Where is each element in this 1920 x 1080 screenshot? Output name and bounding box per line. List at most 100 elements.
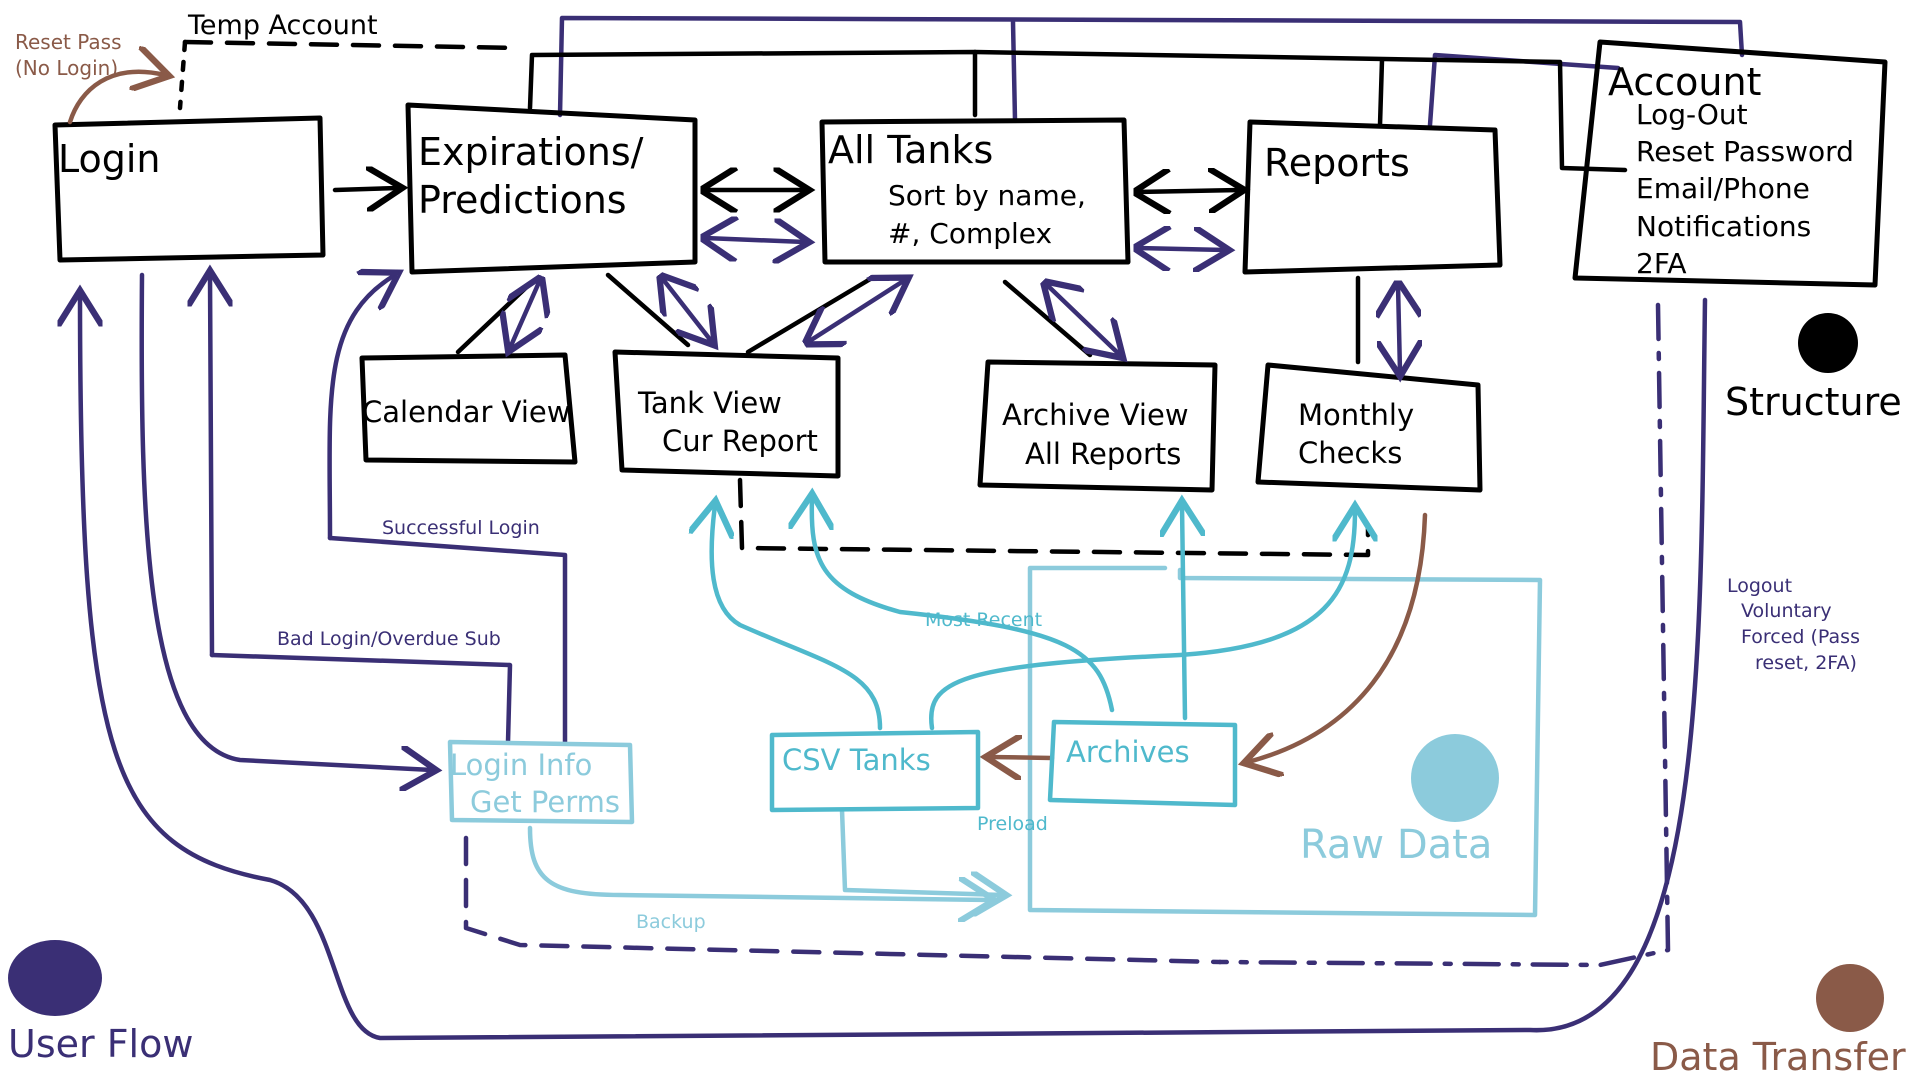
logout-label-3: Forced (Pass xyxy=(1741,626,1860,648)
archives-to-tank-view-most-recent xyxy=(812,498,1115,713)
login-box xyxy=(52,115,326,263)
node-archives[interactable]: Archives xyxy=(1047,719,1238,808)
node-login[interactable]: Login xyxy=(52,115,326,263)
reports-monthly-user-flow xyxy=(1398,285,1400,372)
most-recent-label: Most Recent xyxy=(925,609,1042,631)
temp-account-link xyxy=(182,39,523,51)
calendar-view-box xyxy=(359,352,578,465)
logout-loop-to-login xyxy=(80,295,1708,1041)
node-login-info[interactable]: Login Info Get Perms xyxy=(447,739,635,825)
node-monthly-checks[interactable]: Monthly Checks xyxy=(1255,362,1483,493)
temp-account-label: Temp Account xyxy=(187,10,378,41)
csv-to-monthly-checks xyxy=(928,510,1355,731)
reports-to-account-navy xyxy=(1427,52,1621,128)
reports-to-bus xyxy=(1377,57,1385,128)
login-info-label-1: Login Info xyxy=(450,748,592,782)
successful-login-arrow-up xyxy=(327,275,395,541)
archive-view-label-1: Archive View xyxy=(1002,398,1189,432)
all-tanks-line-1: Sort by name, xyxy=(888,179,1086,212)
node-tank-view[interactable]: Tank View Cur Report xyxy=(612,349,841,479)
all-tanks-title: All Tanks xyxy=(828,128,993,172)
expirations-to-tank-view xyxy=(605,272,691,348)
expirations-to-calendar xyxy=(455,279,535,355)
expirations-tank-view-user-flow xyxy=(662,278,712,342)
reports-box xyxy=(1242,119,1503,275)
bad-login-label: Bad Login/Overdue Sub xyxy=(277,628,501,650)
bad-login-path xyxy=(209,652,513,745)
account-title: Account xyxy=(1608,60,1761,104)
legend-data-transfer-dot xyxy=(1816,964,1884,1032)
login-info-label-2: Get Perms xyxy=(470,785,620,819)
dashed-view-links xyxy=(737,477,1371,558)
all-tanks-to-bus xyxy=(1010,19,1018,123)
raw-data-region: Raw Data xyxy=(1027,565,1543,918)
expirations-all-tanks-user-flow xyxy=(705,238,805,242)
raw-data-region-outline xyxy=(1027,565,1543,918)
tank-view-label-1: Tank View xyxy=(637,386,782,420)
csv-tanks-box xyxy=(769,729,981,813)
legend: Structure User Flow Data Transfer xyxy=(8,313,1906,1079)
node-archive-view[interactable]: Archive View All Reports xyxy=(977,359,1218,493)
temp-account-drop xyxy=(177,39,188,111)
annotations: Temp Account Reset Pass (No Login) Succe… xyxy=(15,10,1860,933)
node-reports[interactable]: Reports xyxy=(1242,119,1503,275)
all-tanks-reports-link xyxy=(1138,190,1240,192)
login-info-backup xyxy=(527,825,990,900)
csv-to-raw-backup xyxy=(839,807,1002,895)
raw-data-flows xyxy=(527,498,1355,900)
successful-login-path xyxy=(327,535,568,745)
reset-pass-label-1: Reset Pass xyxy=(15,30,121,54)
reports-label: Reports xyxy=(1264,141,1410,185)
csv-tanks-label: CSV Tanks xyxy=(782,743,931,777)
account-item-reset-password: Reset Password xyxy=(1636,135,1854,168)
account-box xyxy=(1572,39,1888,288)
raw-data-dot xyxy=(1411,734,1499,822)
user-flow-lines xyxy=(80,238,1708,1041)
archive-view-label-2: All Reports xyxy=(1025,437,1181,471)
tank-view-label-2: Cur Report xyxy=(662,424,818,458)
login-info-dashed-link xyxy=(463,835,1223,965)
all-tanks-reports-user-flow xyxy=(1138,248,1225,250)
archives-to-archive-view xyxy=(1182,505,1185,721)
all-tanks-to-archive-view xyxy=(1002,279,1093,358)
black-bus-left xyxy=(527,49,978,118)
monthly-checks-label-1: Monthly xyxy=(1298,398,1414,432)
node-expirations[interactable]: Expirations/ Predictions xyxy=(405,102,698,275)
monthly-checks-label-2: Checks xyxy=(1298,436,1402,470)
archives-box xyxy=(1047,719,1238,808)
account-item-logout: Log-Out xyxy=(1636,98,1748,131)
all-tanks-tank-view-user-flow xyxy=(808,280,905,342)
node-calendar-view[interactable]: Calendar View xyxy=(359,352,578,465)
expirations-label-1: Expirations/ xyxy=(418,130,644,174)
legend-user-flow-label: User Flow xyxy=(8,1022,193,1066)
preload-label: Preload xyxy=(977,813,1048,835)
logout-label-2: Voluntary xyxy=(1741,600,1832,622)
login-to-login-info xyxy=(139,272,432,770)
successful-login-label: Successful Login xyxy=(382,517,540,539)
raw-data-label: Raw Data xyxy=(1300,822,1492,868)
archives-label: Archives xyxy=(1066,735,1190,769)
all-tanks-line-2: #, Complex xyxy=(888,217,1052,250)
node-account[interactable]: Account Log-Out Reset Password Email/Pho… xyxy=(1572,39,1888,288)
top-navy-bus xyxy=(557,15,1745,118)
account-item-notifications: Notifications xyxy=(1636,210,1811,243)
account-item-email-phone: Email/Phone xyxy=(1636,172,1810,205)
top-connectors xyxy=(177,15,1745,173)
node-csv-tanks[interactable]: CSV Tanks xyxy=(769,729,981,813)
archives-to-csv-preload xyxy=(990,757,1055,758)
legend-user-flow-dot xyxy=(8,940,102,1016)
black-bus-right xyxy=(972,49,1628,173)
archive-view-box xyxy=(977,359,1218,493)
login-label: Login xyxy=(58,137,161,181)
legend-data-transfer-label: Data Transfer xyxy=(1650,1035,1906,1079)
login-to-expirations xyxy=(332,188,398,190)
node-all-tanks[interactable]: All Tanks Sort by name, #, Complex xyxy=(819,117,1131,265)
tank-view-box xyxy=(612,349,841,479)
reset-pass-label-2: (No Login) xyxy=(15,56,118,80)
data-transfer-lines xyxy=(67,72,1428,762)
backup-label: Backup xyxy=(636,911,706,933)
bad-login-arrow-up xyxy=(210,275,212,658)
expirations-label-2: Predictions xyxy=(418,178,627,222)
logout-label-1: Logout xyxy=(1727,575,1792,597)
